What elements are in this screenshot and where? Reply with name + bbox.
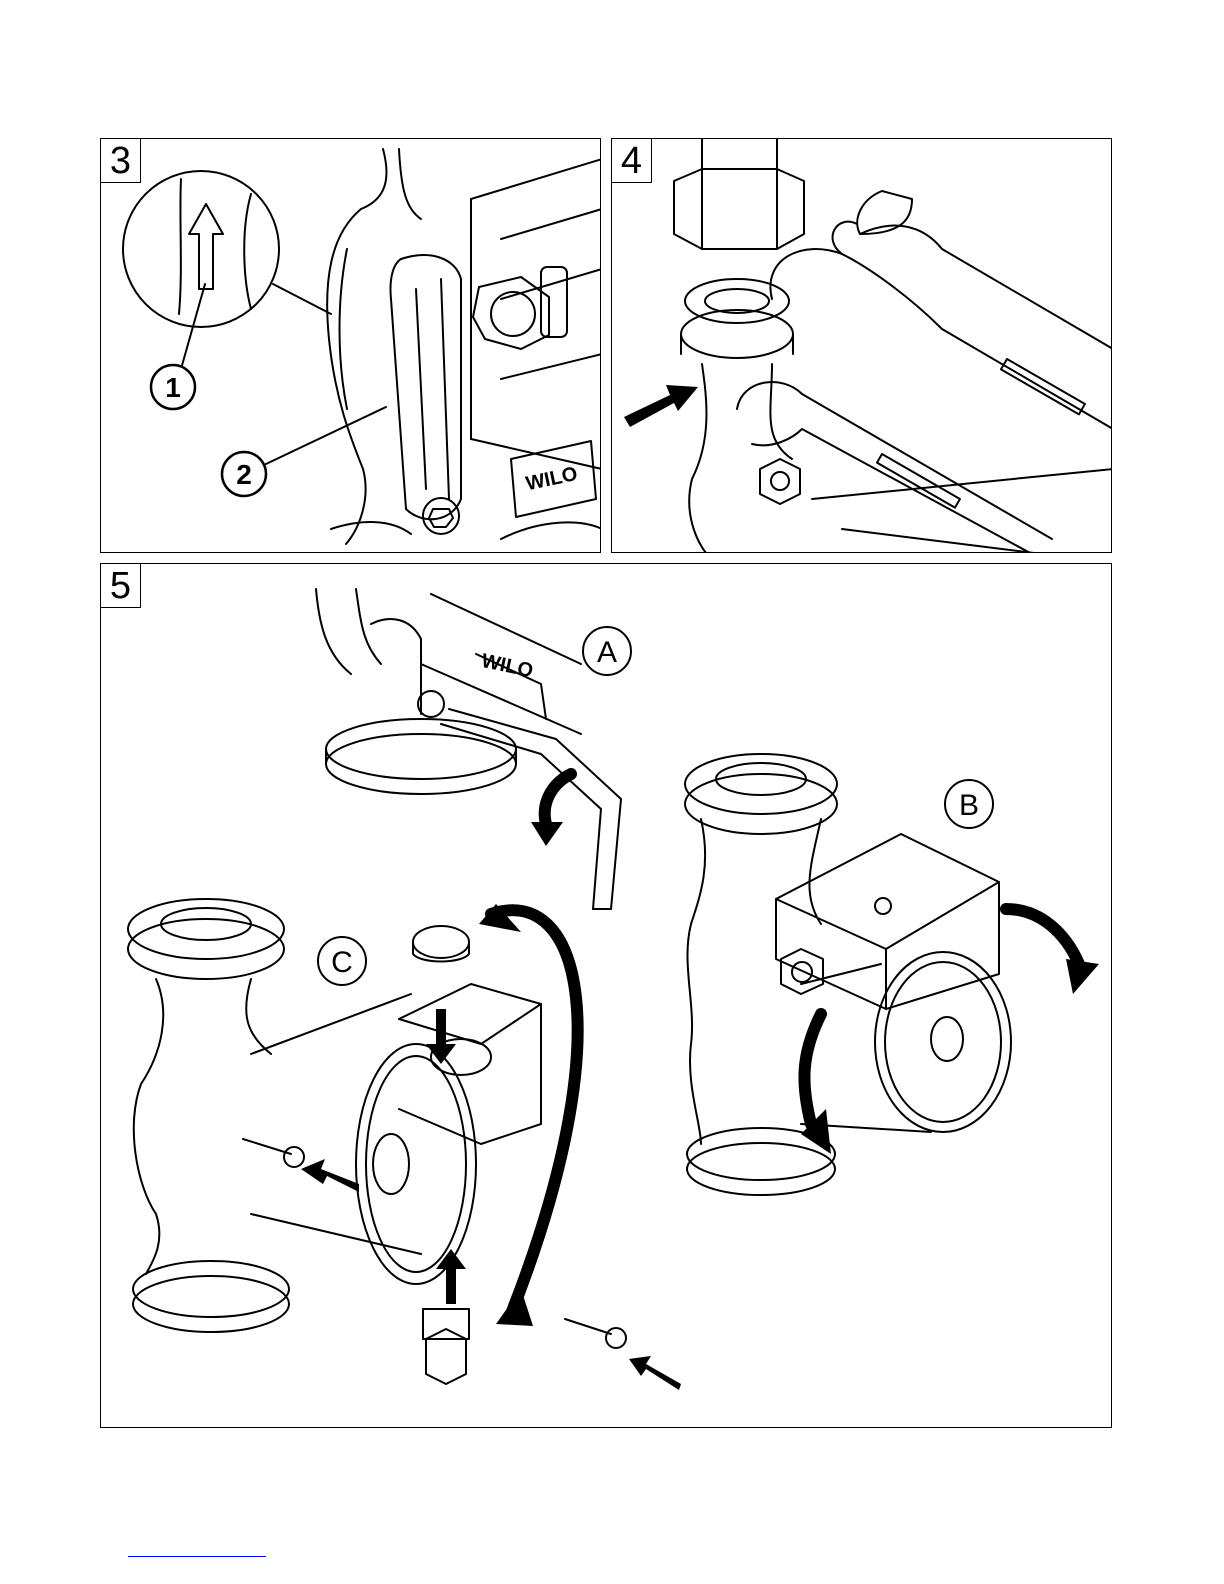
move-arrow-icon [491,910,578,1314]
turn-arrow-icon [1006,909,1079,964]
brand-logo: WILO [479,650,535,682]
screw-arrow-icon [629,1356,681,1390]
step-b-label: B [959,789,979,822]
footer-rule [128,1556,266,1557]
insert-arrow-icon [301,1159,359,1192]
figure-3: 3 [100,138,601,553]
callout-1-label: 1 [165,372,181,403]
rotate-arrow-icon [804,1014,821,1124]
key-turn-arrow-icon [545,774,571,824]
step-c-label: C [331,946,353,979]
figure-number: 5 [101,564,141,608]
figure-number: 4 [612,139,652,183]
motor-rotation-illustration: A B C WILO [101,564,1112,1428]
pump-flange-illustration: 1 2 WILO [101,139,601,553]
brand-logo: WILO [524,463,580,495]
arrow-icon [624,385,698,427]
step-a-label: A [597,636,617,669]
callout-2-label: 2 [236,459,252,490]
figure-number: 3 [101,139,141,183]
figure-5: 5 [100,563,1112,1428]
wrench-tightening-illustration [612,139,1112,553]
figure-4: 4 [611,138,1112,553]
